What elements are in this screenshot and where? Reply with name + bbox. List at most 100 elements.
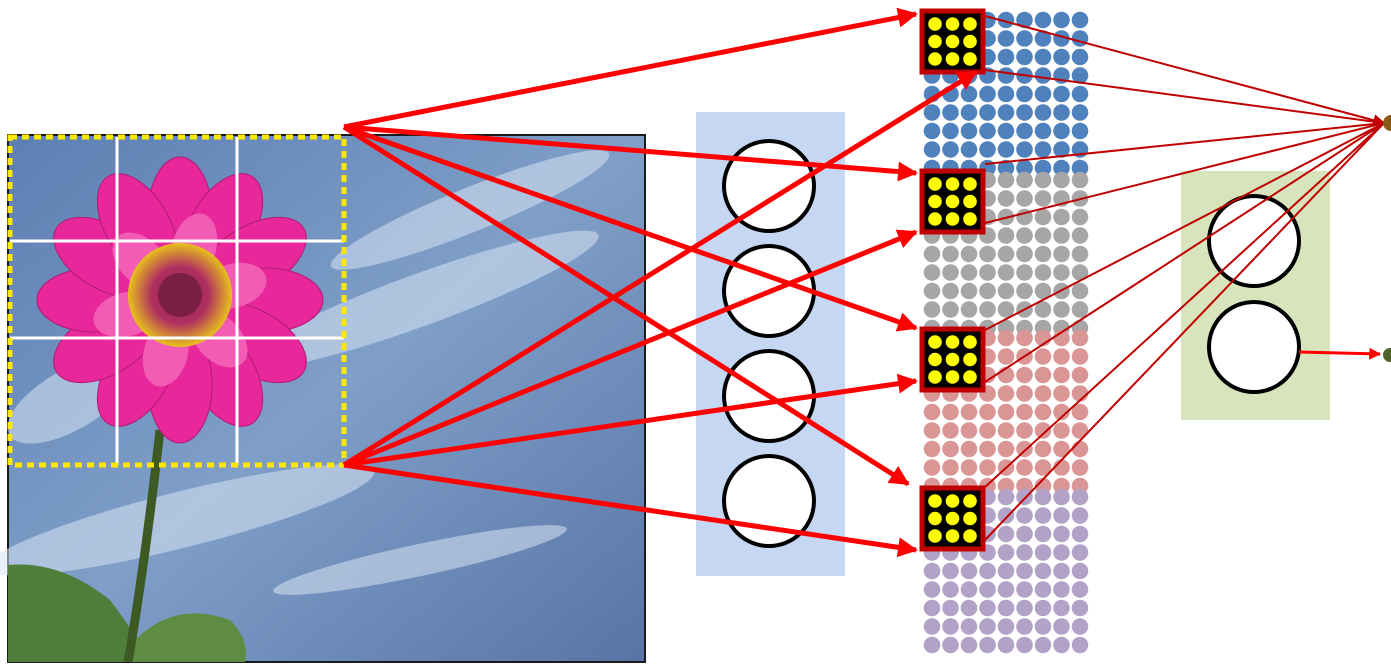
kernel-weight: [945, 352, 960, 367]
feature-unit: [1016, 264, 1033, 281]
feature-unit: [960, 245, 978, 263]
feature-unit: [960, 459, 978, 476]
feature-unit: [1034, 366, 1052, 384]
feature-unit: [942, 599, 959, 617]
feature-unit: [1053, 122, 1070, 140]
kernel-weight: [945, 370, 960, 384]
fc-connections: [984, 15, 1386, 541]
output-node-bottom: [1383, 348, 1391, 362]
feature-unit: [997, 599, 1015, 617]
feature-unit: [1053, 422, 1070, 439]
feature-unit: [1053, 171, 1070, 189]
feature-unit: [1016, 562, 1033, 580]
kernel-weight: [963, 370, 977, 384]
feature-unit: [1071, 85, 1089, 103]
feature-unit: [1034, 507, 1052, 524]
feature-unit: [960, 599, 978, 617]
feature-unit: [960, 264, 978, 281]
feature-unit: [942, 422, 959, 439]
feature-unit: [1016, 459, 1033, 476]
kernel-weight: [963, 511, 977, 526]
feature-unit: [1053, 385, 1070, 402]
kernel-weight: [928, 352, 942, 367]
kernel-weight: [928, 370, 942, 384]
feature-unit: [923, 440, 941, 458]
feature-unit: [1071, 30, 1089, 47]
feature-unit: [942, 618, 959, 635]
feature-unit: [923, 599, 941, 617]
feature-unit: [997, 171, 1015, 189]
feature-unit: [1016, 581, 1033, 598]
feature-unit: [1034, 348, 1052, 365]
feature-unit: [1071, 282, 1089, 300]
feature-unit: [1053, 85, 1070, 103]
feature-unit: [1034, 403, 1052, 421]
feature-unit: [997, 403, 1015, 421]
feature-unit: [1016, 599, 1033, 617]
feature-unit: [1034, 48, 1052, 66]
feature-unit: [1034, 122, 1052, 140]
feature-unit: [1016, 422, 1033, 439]
feature-unit: [942, 403, 959, 421]
feature-unit: [1016, 48, 1033, 66]
feature-unit: [960, 122, 978, 140]
feature-unit: [960, 403, 978, 421]
kernel-weight: [945, 511, 960, 526]
feature-unit: [997, 30, 1015, 47]
feature-unit: [1071, 544, 1089, 561]
feature-maps: [919, 8, 1089, 654]
feature-unit: [997, 618, 1015, 635]
kernel-weight: [928, 194, 942, 209]
feature-unit: [1071, 348, 1089, 365]
feature-unit: [1071, 440, 1089, 458]
feature-unit: [923, 422, 941, 439]
feature-unit: [1034, 544, 1052, 561]
feature-unit: [1034, 171, 1052, 189]
feature-unit: [1053, 525, 1070, 543]
feature-unit: [1071, 67, 1089, 84]
feature-unit: [1016, 227, 1033, 244]
feature-unit: [1034, 245, 1052, 263]
feature-unit: [1016, 385, 1033, 402]
feature-unit: [1016, 403, 1033, 421]
feature-unit: [1034, 488, 1052, 506]
feature-unit: [997, 282, 1015, 300]
output-layer: [1181, 171, 1330, 420]
feature-unit: [979, 440, 996, 458]
feature-unit: [1053, 366, 1070, 384]
feature-unit: [1071, 159, 1089, 177]
feature-unit: [1071, 264, 1089, 281]
leaf: [8, 564, 246, 662]
kernel-weight: [963, 494, 977, 508]
feature-unit: [1071, 227, 1089, 244]
feature-unit: [1016, 488, 1033, 506]
feature-unit: [979, 581, 996, 598]
feature-unit: [1034, 30, 1052, 47]
feature-unit: [1034, 562, 1052, 580]
feature-unit: [1016, 122, 1033, 140]
feature-unit: [997, 422, 1015, 439]
feature-unit: [1034, 636, 1052, 654]
feature-unit: [979, 301, 996, 318]
kernel-weight: [928, 529, 942, 543]
feature-unit: [1053, 348, 1070, 365]
feature-map-1: [919, 8, 1089, 177]
feature-unit: [979, 85, 996, 103]
kernel-weight: [928, 17, 942, 31]
feature-unit: [1016, 190, 1033, 207]
feature-unit: [1034, 85, 1052, 103]
feature-unit: [1016, 440, 1033, 458]
feature-unit: [942, 282, 959, 300]
feature-unit: [997, 122, 1015, 140]
feature-unit: [997, 581, 1015, 598]
feature-unit: [1053, 544, 1070, 561]
output-unit: [1207, 300, 1301, 394]
feature-unit: [960, 301, 978, 318]
kernel-weight: [945, 17, 960, 31]
feature-unit: [1016, 366, 1033, 384]
feature-unit: [942, 245, 959, 263]
feature-unit: [923, 245, 941, 263]
feature-unit: [1071, 104, 1089, 121]
feature-unit: [1034, 440, 1052, 458]
feature-unit: [960, 581, 978, 598]
